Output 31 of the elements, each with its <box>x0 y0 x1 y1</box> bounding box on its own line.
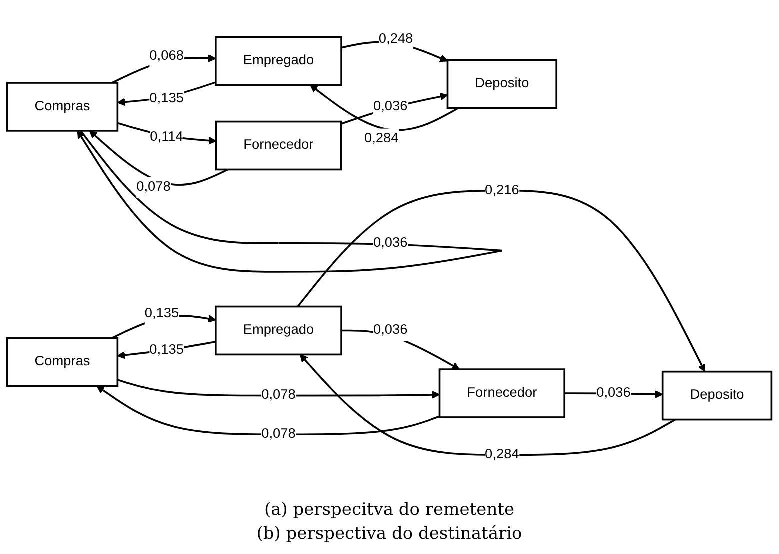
edge-label: 0,036 <box>373 98 408 114</box>
edge-label: 0,036 <box>596 384 631 400</box>
edge-label: 0,135 <box>150 90 184 106</box>
node-box: Deposito <box>662 370 773 420</box>
edge-label: 0,114 <box>150 128 184 144</box>
edge-label: 0,135 <box>144 305 180 321</box>
node-box: Compras <box>6 82 119 132</box>
edge-label: 0,078 <box>136 178 171 194</box>
node-box: Empregado <box>215 305 342 356</box>
edge-label: 0,068 <box>150 48 184 64</box>
edge-label: 0,248 <box>378 30 414 46</box>
edge-label: 0,036 <box>373 234 408 250</box>
edge-label: 0,036 <box>373 322 408 338</box>
figure-caption: (a) perspecitva do remetente <box>264 500 515 520</box>
arrow <box>96 385 440 436</box>
node-box: Fornecedor <box>438 368 566 418</box>
edge-label: 0,135 <box>150 342 184 358</box>
edge-label: 0,284 <box>364 130 399 146</box>
node-box: Fornecedor <box>215 120 342 170</box>
edge-label: 0,078 <box>262 426 296 442</box>
node-box: Empregado <box>215 36 342 86</box>
edge-label: 0,284 <box>485 446 520 462</box>
figure-caption: (b) perspectiva do destinatário <box>256 524 522 544</box>
edge-label: 0,078 <box>262 386 296 403</box>
arrow <box>340 92 448 125</box>
edge-label: 0,216 <box>485 182 520 198</box>
arrow <box>117 378 440 399</box>
arrow <box>300 354 676 456</box>
node-box: Compras <box>6 336 119 387</box>
arrow <box>310 84 460 131</box>
node-box: Deposito <box>446 58 558 109</box>
